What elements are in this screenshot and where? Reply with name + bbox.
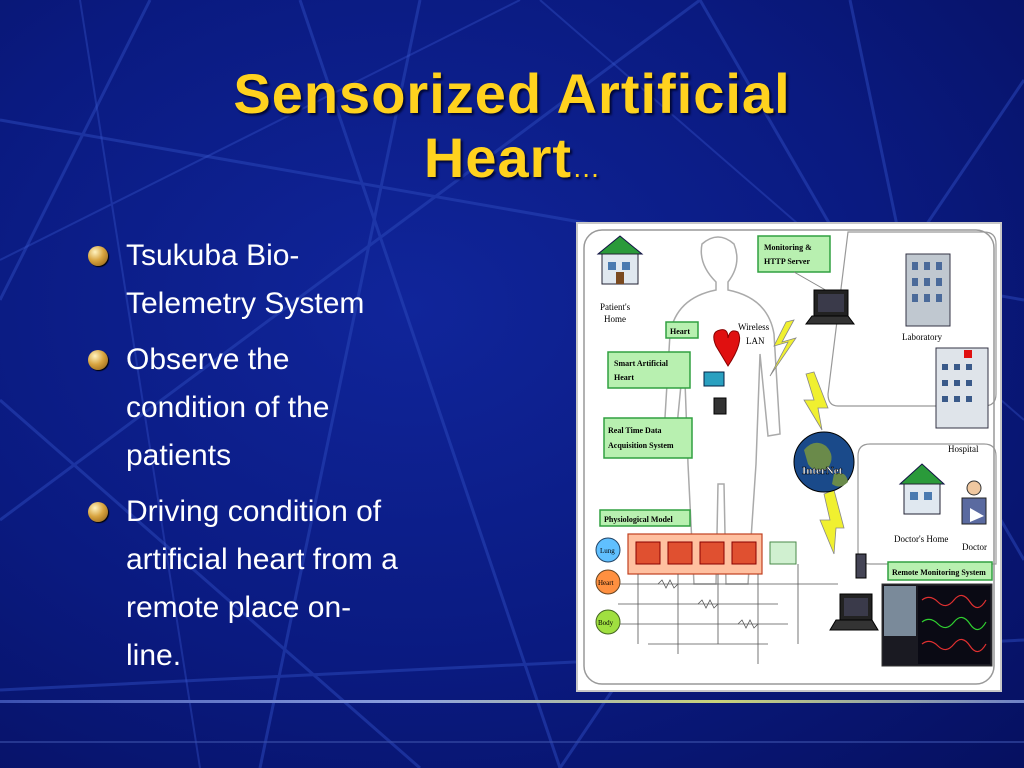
label-doctor: Doctor: [962, 542, 987, 552]
lung-node-icon: [595, 537, 621, 563]
patient-body-outline: [663, 236, 781, 585]
telemetry-system-diagram: Patient's Home Monitoring & HTTP Server …: [576, 222, 1002, 692]
heart-node-icon: [595, 569, 621, 595]
label-internet: InterNet: [802, 465, 843, 477]
label-patients-home-2: Home: [604, 314, 626, 324]
wireless-bolt-icon: [769, 319, 797, 377]
bullet-text: Tsukuba Bio-Telemetry System: [126, 239, 365, 320]
circuit-block-diagram: [618, 533, 838, 664]
bullet-sphere-icon: [88, 502, 108, 522]
heart-icon: [713, 329, 741, 367]
doctor-icon: [961, 480, 987, 525]
label-hospital: Hospital: [948, 444, 979, 454]
label-lan: LAN: [746, 336, 765, 346]
monitoring-screen-image: [881, 583, 993, 667]
slide-title: Sensorized Artificial Heart…: [100, 62, 924, 200]
bullet-list: Tsukuba Bio-Telemetry System Observe the…: [88, 232, 508, 688]
patients-home-icon: [596, 235, 644, 285]
label-smart-heart-2: Heart: [614, 373, 634, 382]
diagram-outer-region: [583, 229, 995, 685]
doctors-home-icon: [898, 463, 946, 515]
label-patients-home: Patient's: [600, 302, 631, 312]
internet-globe-icon: [793, 431, 855, 493]
bullet-item: Tsukuba Bio-Telemetry System: [88, 232, 508, 328]
bottom-rule: [0, 700, 1024, 703]
remote-monitoring-box: [887, 561, 993, 581]
smart-heart-box: [607, 351, 691, 389]
title-line2: Heart: [423, 126, 573, 189]
hospital-building-icon: [935, 347, 989, 429]
laptop-bottom-icon: [829, 593, 879, 631]
label-realtime-2: Acquisition System: [608, 441, 674, 450]
label-remote-monitoring: Remote Monitoring System: [892, 568, 986, 577]
label-laboratory: Laboratory: [902, 332, 942, 342]
label-wireless: Wireless: [738, 322, 770, 332]
label-physiological: Physiological Model: [604, 515, 673, 524]
title-ellipsis: …: [572, 152, 601, 183]
realtime-data-box: [603, 417, 693, 459]
title-line1: Sensorized Artificial: [233, 62, 791, 125]
heart-box: [665, 321, 699, 339]
label-lung: Lung: [600, 547, 615, 555]
bullet-sphere-icon: [88, 246, 108, 266]
network-bolt-lower-icon: [819, 489, 845, 555]
network-bolt-upper-icon: [803, 371, 829, 431]
physiological-model-box: [599, 509, 691, 527]
small-device-icon: [855, 553, 867, 579]
label-heart: Heart: [670, 327, 690, 336]
body-node-icon: [595, 609, 621, 635]
monitoring-server-box: [757, 235, 831, 273]
diagram-svg: Patient's Home Monitoring & HTTP Server …: [583, 229, 997, 685]
label-smart-heart: Smart Artificial: [614, 359, 669, 368]
label-heart-small: Heart: [598, 579, 614, 587]
lab-region: [827, 231, 997, 407]
label-body: Body: [598, 619, 614, 627]
label-doctors-home: Doctor's Home: [894, 534, 948, 544]
laboratory-building-icon: [905, 253, 951, 327]
laptop-icon: [805, 289, 855, 325]
label-http-server: HTTP Server: [764, 257, 810, 266]
artificial-heart-device-icon: [703, 371, 727, 415]
label-monitoring: Monitoring &: [764, 243, 812, 252]
bullet-sphere-icon: [88, 350, 108, 370]
label-realtime: Real Time Data: [608, 426, 661, 435]
